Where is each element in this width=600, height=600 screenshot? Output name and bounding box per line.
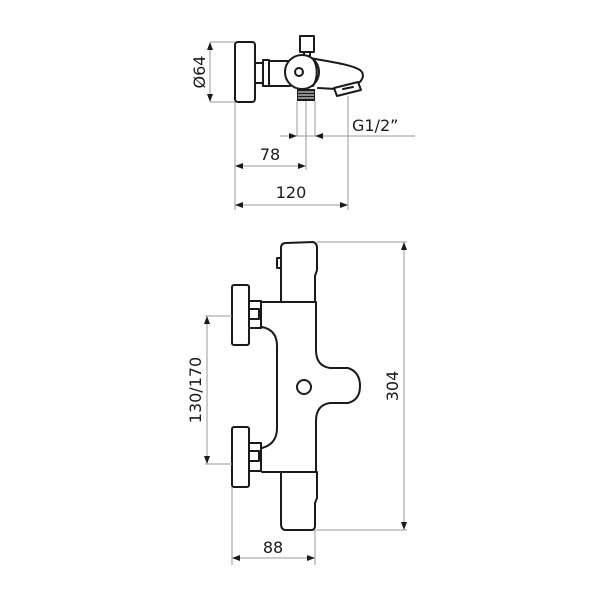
top-handle	[280, 241, 318, 303]
body-bar	[268, 60, 291, 87]
top-view: Ø64 G1/2” 78 120	[190, 35, 415, 210]
thread-label: G1/2”	[352, 116, 398, 135]
offset-label: 78	[260, 145, 280, 164]
outlet-hole	[296, 379, 312, 395]
inlet-spacing-label: 130/170	[186, 357, 205, 423]
upper-inlet-rosette	[231, 284, 250, 346]
body-right-outline	[261, 301, 361, 473]
connector	[262, 59, 270, 87]
height-label: 304	[383, 371, 402, 402]
body-left-outline	[261, 326, 278, 449]
valve-edge	[312, 58, 318, 87]
bottom-handle	[280, 471, 318, 531]
diverter-knob	[299, 35, 315, 53]
wall-rosette	[234, 41, 256, 103]
eccentric-nut	[254, 62, 264, 84]
depth-label: 120	[276, 183, 307, 202]
lower-inlet-rosette	[231, 426, 250, 488]
projection-label: 88	[263, 538, 283, 557]
valve-center-icon	[294, 67, 304, 77]
front-view: 130/170 304 88	[186, 241, 407, 565]
diameter-label: Ø64	[190, 56, 209, 89]
handle-marker	[276, 257, 282, 269]
